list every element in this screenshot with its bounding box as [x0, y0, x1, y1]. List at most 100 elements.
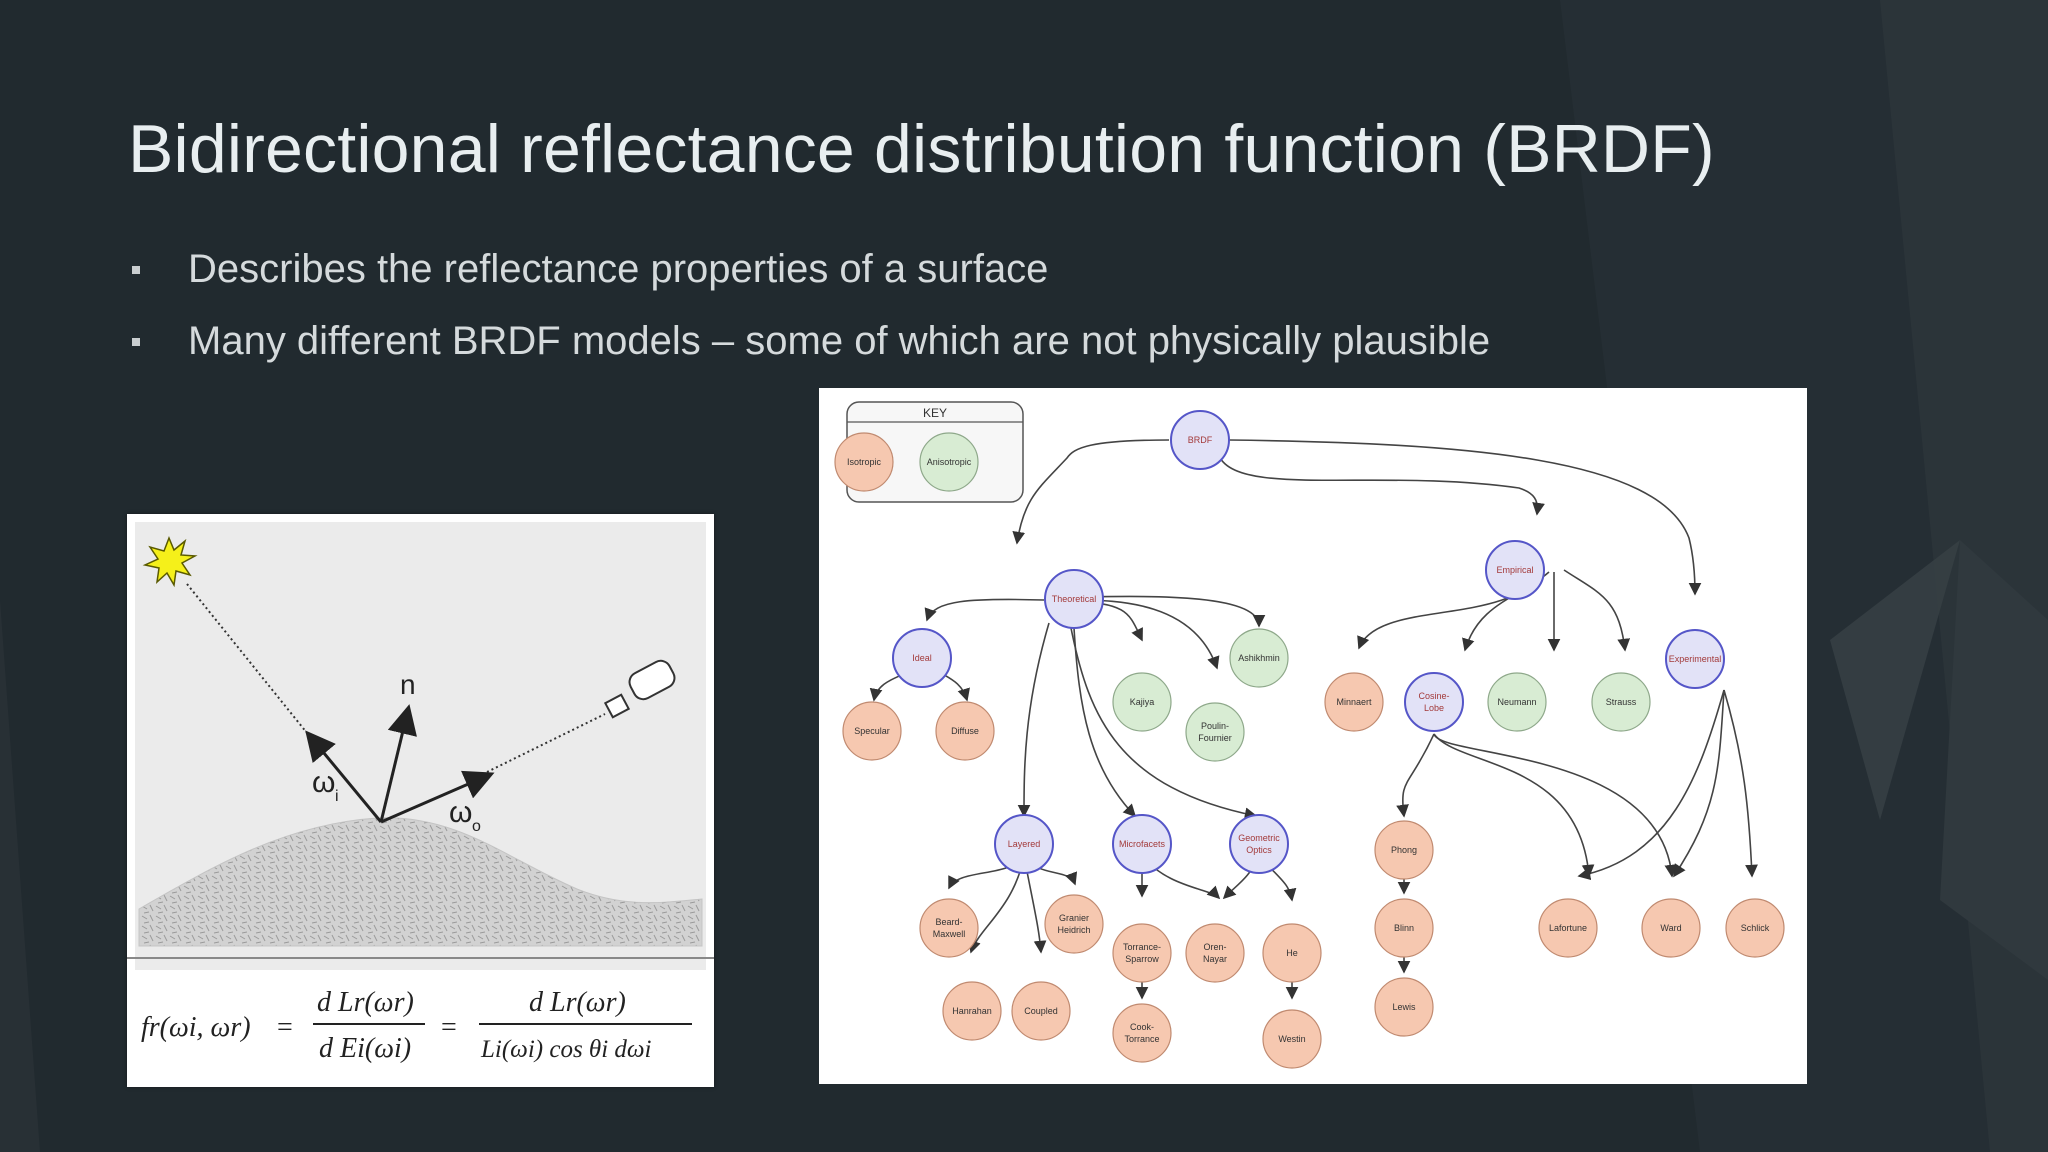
node-microfacets-label: Microfacets [1119, 839, 1166, 849]
node-lewis: Lewis [1374, 977, 1434, 1037]
node-lafortune-label: Lafortune [1549, 923, 1587, 933]
bullet-item: Many different BRDF models – some of whi… [128, 312, 1490, 384]
equation-frac2-den: Li(ωi) cos θi dωi [480, 1036, 652, 1063]
node-schlick-label: Schlick [1741, 923, 1770, 933]
node-lafortune: Lafortune [1538, 898, 1598, 958]
node-strauss: Strauss [1591, 672, 1651, 732]
camera-icon [603, 659, 676, 719]
key-anisotropic-node: Anisotropic [919, 432, 979, 492]
node-hanrahan-label: Hanrahan [952, 1006, 992, 1016]
node-geometric-optics-label: Geometric [1238, 833, 1280, 843]
bullet-marker [132, 338, 140, 346]
node-torrance-sparrow-label: Torrance- [1123, 942, 1161, 952]
reflection-diagram: n ω i ω o fr(ωi, ωr) = d Lr(ωr) d Ei(ωi)… [127, 522, 714, 1064]
node-brdf-label: BRDF [1188, 435, 1213, 445]
node-ward-label: Ward [1660, 923, 1681, 933]
node-granier-heidrich-label: Granier [1059, 913, 1089, 923]
node-poulin-fournier-label: Poulin- [1201, 721, 1229, 731]
node-empirical-label: Empirical [1496, 565, 1533, 575]
node-he: He [1262, 923, 1322, 983]
node-kajiya: Kajiya [1112, 672, 1172, 732]
node-ideal: Ideal [892, 628, 952, 688]
node-cook-torrance: Cook- Torrance [1112, 1003, 1172, 1063]
key-isotropic-node: Isotropic [834, 432, 894, 492]
node-poulin-fournier-label: Fournier [1198, 733, 1232, 743]
node-minnaert-label: Minnaert [1336, 697, 1372, 707]
incoming-vector [305, 730, 383, 823]
node-lewis-label: Lewis [1392, 1002, 1416, 1012]
node-he-label: He [1286, 948, 1298, 958]
node-theoretical: Theoretical [1044, 569, 1104, 629]
outgoing-omega-sub: o [472, 818, 481, 835]
node-cook-torrance-label: Cook- [1130, 1022, 1154, 1032]
node-poulin-fournier: Poulin- Fournier [1185, 702, 1245, 762]
node-experimental-label: Experimental [1669, 654, 1722, 664]
node-torrance-sparrow-label: Sparrow [1125, 954, 1159, 964]
equation-equals: = [441, 1012, 457, 1043]
node-specular-label: Specular [854, 726, 890, 736]
node-kajiya-label: Kajiya [1130, 697, 1155, 707]
key-anisotropic-node-label: Anisotropic [927, 457, 972, 467]
node-brdf: BRDF [1170, 410, 1230, 470]
bullet-item: Describes the reflectance properties of … [128, 240, 1490, 312]
brdf-reflection-figure: n ω i ω o fr(ωi, ωr) = d Lr(ωr) d Ei(ωi)… [127, 514, 714, 1087]
slide-title: Bidirectional reflectance distribution f… [128, 111, 1715, 187]
node-blinn-label: Blinn [1394, 923, 1414, 933]
node-diffuse: Diffuse [935, 701, 995, 761]
node-cosine-lobe-label: Lobe [1424, 703, 1444, 713]
node-oren-nayar-label: Nayar [1203, 954, 1227, 964]
node-schlick: Schlick [1725, 898, 1785, 958]
outgoing-omega-label: ω [449, 796, 472, 829]
node-layered-label: Layered [1008, 839, 1041, 849]
equation-frac2-num: d Lr(ωr) [529, 987, 626, 1018]
outgoing-vector [380, 770, 495, 824]
node-beard-maxwell-label: Maxwell [933, 929, 966, 939]
node-cook-torrance-label: Torrance [1124, 1034, 1159, 1044]
node-westin-label: Westin [1278, 1034, 1305, 1044]
node-cosine-lobe-label: Cosine- [1418, 691, 1449, 701]
node-ward: Ward [1641, 898, 1701, 958]
node-torrance-sparrow: Torrance- Sparrow [1112, 923, 1172, 983]
equation-frac1-num: d Lr(ωr) [317, 987, 414, 1018]
node-neumann: Neumann [1487, 672, 1547, 732]
brdf-equation: fr(ωi, ωr) = d Lr(ωr) d Ei(ωi) = d Lr(ωr… [141, 987, 692, 1064]
node-ideal-label: Ideal [912, 653, 932, 663]
node-experimental: Experimental [1665, 629, 1725, 689]
equation-lhs: fr(ωi, ωr) [141, 1012, 251, 1043]
node-ashikhmin-label: Ashikhmin [1238, 653, 1280, 663]
node-theoretical-label: Theoretical [1052, 594, 1097, 604]
node-beard-maxwell: Beard- Maxwell [919, 898, 979, 958]
node-beard-maxwell-label: Beard- [935, 917, 962, 927]
node-strauss-label: Strauss [1606, 697, 1637, 707]
node-oren-nayar-label: Oren- [1203, 942, 1226, 952]
node-oren-nayar: Oren- Nayar [1185, 923, 1245, 983]
bullet-text: Describes the reflectance properties of … [188, 247, 1049, 291]
node-geometric-optics-label: Optics [1246, 845, 1272, 855]
node-phong: Phong [1374, 820, 1434, 880]
node-layered: Layered [994, 814, 1054, 874]
node-coupled: Coupled [1011, 981, 1071, 1041]
normal-label: n [400, 669, 416, 700]
node-westin: Westin [1262, 1009, 1322, 1069]
node-granier-heidrich-label: Heidrich [1057, 925, 1090, 935]
node-diffuse-label: Diffuse [951, 726, 979, 736]
bullet-marker [132, 266, 140, 274]
node-blinn: Blinn [1374, 898, 1434, 958]
sun-icon [142, 535, 198, 588]
legend-title: KEY [923, 406, 947, 420]
node-ashikhmin: Ashikhmin [1229, 628, 1289, 688]
key-isotropic-node-label: Isotropic [847, 457, 882, 467]
node-specular: Specular [842, 701, 902, 761]
node-phong-label: Phong [1391, 845, 1417, 855]
node-cosine-lobe: Cosine- Lobe [1404, 672, 1464, 732]
node-neumann-label: Neumann [1497, 697, 1536, 707]
bullet-list: Describes the reflectance properties of … [128, 240, 1490, 384]
node-empirical: Empirical [1485, 540, 1545, 600]
tree-nodes: Isotropic Anisotropic BRDF Theoretical Empir… [834, 410, 1785, 1069]
incoming-omega-sub: i [335, 788, 339, 805]
incoming-omega-label: ω [312, 766, 335, 799]
bullet-text: Many different BRDF models – some of whi… [188, 319, 1491, 363]
